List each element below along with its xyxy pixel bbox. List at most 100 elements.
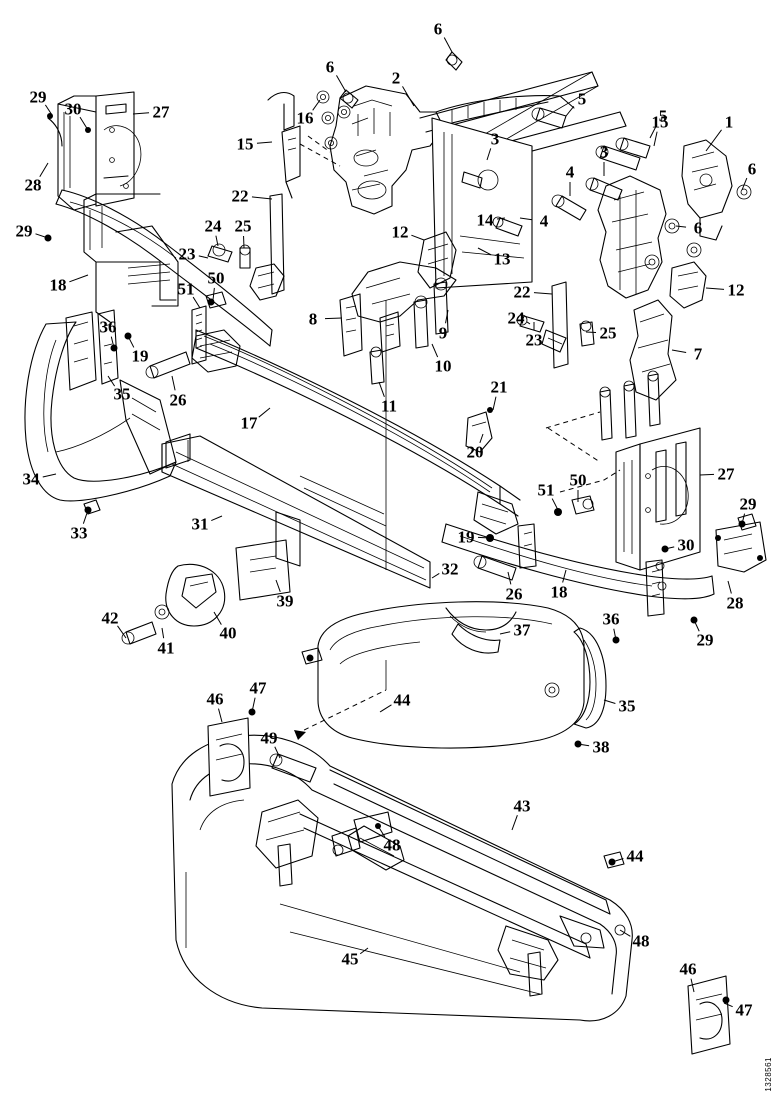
leader-42 <box>117 625 127 639</box>
callout-49: 49 <box>260 728 278 748</box>
callout-35: 35 <box>113 384 131 404</box>
leader-6c <box>741 177 748 191</box>
leader-27b <box>699 473 715 476</box>
callout-46: 46 <box>206 689 224 709</box>
callout-leader-lines <box>35 37 748 1008</box>
callout-19b: 19 <box>457 527 475 547</box>
callout-7: 7 <box>693 344 703 364</box>
callout-31: 31 <box>191 514 209 534</box>
callout-22: 22 <box>231 186 249 206</box>
callout-38: 38 <box>592 737 610 757</box>
callout-40: 40 <box>219 623 237 643</box>
part-group-bumper-face-bar <box>121 433 431 645</box>
leader-29d <box>693 619 700 632</box>
leader-46 <box>218 708 223 723</box>
callout-45: 45 <box>341 949 359 969</box>
part-group-lower-bumper-cover <box>294 601 620 749</box>
leader-34 <box>42 473 57 478</box>
leader-46b <box>690 978 695 993</box>
leader-36 <box>110 336 115 349</box>
callout-15b: 15 <box>651 112 669 132</box>
part-group-brush-guard <box>171 708 731 1055</box>
leader-22 <box>251 196 273 200</box>
callout-42: 42 <box>101 608 119 628</box>
leader-30b <box>664 546 675 550</box>
leader-18b <box>562 569 567 583</box>
leader-17 <box>258 407 271 418</box>
callout-5b: 5 <box>658 106 668 126</box>
callout-27: 27 <box>152 102 170 122</box>
callout-34: 34 <box>22 469 40 489</box>
leader-2 <box>402 86 415 107</box>
callout-48: 48 <box>383 835 401 855</box>
leader-44 <box>379 704 392 713</box>
leader-21 <box>492 396 497 411</box>
leader-6 <box>443 37 453 53</box>
leader-30 <box>79 116 89 131</box>
callout-6: 6 <box>433 19 443 39</box>
callout-5: 5 <box>577 89 587 109</box>
callout-28b: 28 <box>726 593 744 613</box>
callout-6c: 6 <box>747 159 757 179</box>
callout-44: 44 <box>393 690 411 710</box>
callout-41: 41 <box>157 638 175 658</box>
leader-24b <box>526 321 531 325</box>
callout-30b: 30 <box>677 535 695 555</box>
leader-5 <box>565 105 575 117</box>
callout-33: 33 <box>70 523 88 543</box>
callout-25: 25 <box>234 216 252 236</box>
leader-28b <box>727 580 732 594</box>
callout-13: 13 <box>493 249 511 269</box>
leader-10 <box>431 343 439 358</box>
part-group-left-bumper-end <box>24 309 177 515</box>
callout-29: 29 <box>29 87 47 107</box>
leader-37 <box>499 631 511 635</box>
callout-35b: 35 <box>618 696 636 716</box>
leader-14 <box>496 217 506 220</box>
callout-37: 37 <box>513 620 531 640</box>
leader-6d <box>675 225 687 228</box>
leader-32 <box>431 573 440 579</box>
callout-8: 8 <box>308 309 318 329</box>
callout-48b: 48 <box>632 931 650 951</box>
leader-26 <box>171 375 176 391</box>
callout-50: 50 <box>207 268 225 288</box>
leader-8 <box>324 317 343 320</box>
callout-22b: 22 <box>513 282 531 302</box>
leader-49 <box>274 746 281 759</box>
leader-40 <box>213 611 222 625</box>
callout-29d: 29 <box>696 630 714 650</box>
leader-50 <box>212 287 215 301</box>
leader-39 <box>275 579 281 592</box>
callout-51b: 51 <box>537 480 555 500</box>
callout-10: 10 <box>434 356 452 376</box>
leader-33 <box>82 509 89 524</box>
callout-17: 17 <box>240 413 258 433</box>
leader-19 <box>127 335 135 348</box>
callout-6d: 6 <box>693 218 703 238</box>
leader-47 <box>251 697 256 713</box>
callout-36: 36 <box>99 317 117 337</box>
leader-48 <box>377 825 386 838</box>
callout-24b: 24 <box>507 308 525 328</box>
leader-47b <box>723 1002 733 1008</box>
leader-9 <box>445 309 449 324</box>
callout-23b: 23 <box>525 330 543 350</box>
callout-21: 21 <box>490 377 508 397</box>
callout-50b: 50 <box>569 470 587 490</box>
callout-12: 12 <box>391 222 409 242</box>
callout-29c: 29 <box>739 494 757 514</box>
callout-2: 2 <box>391 68 401 88</box>
callout-9: 9 <box>438 323 448 343</box>
callout-12b: 12 <box>727 280 745 300</box>
leader-1 <box>705 129 722 152</box>
leader-12 <box>411 234 425 241</box>
leader-35b <box>603 699 616 704</box>
leader-24 <box>215 235 219 247</box>
callout-6b: 6 <box>325 57 335 77</box>
leader-27 <box>132 112 150 115</box>
callout-16: 16 <box>296 108 314 128</box>
callout-18: 18 <box>49 275 67 295</box>
callout-51: 51 <box>177 279 195 299</box>
